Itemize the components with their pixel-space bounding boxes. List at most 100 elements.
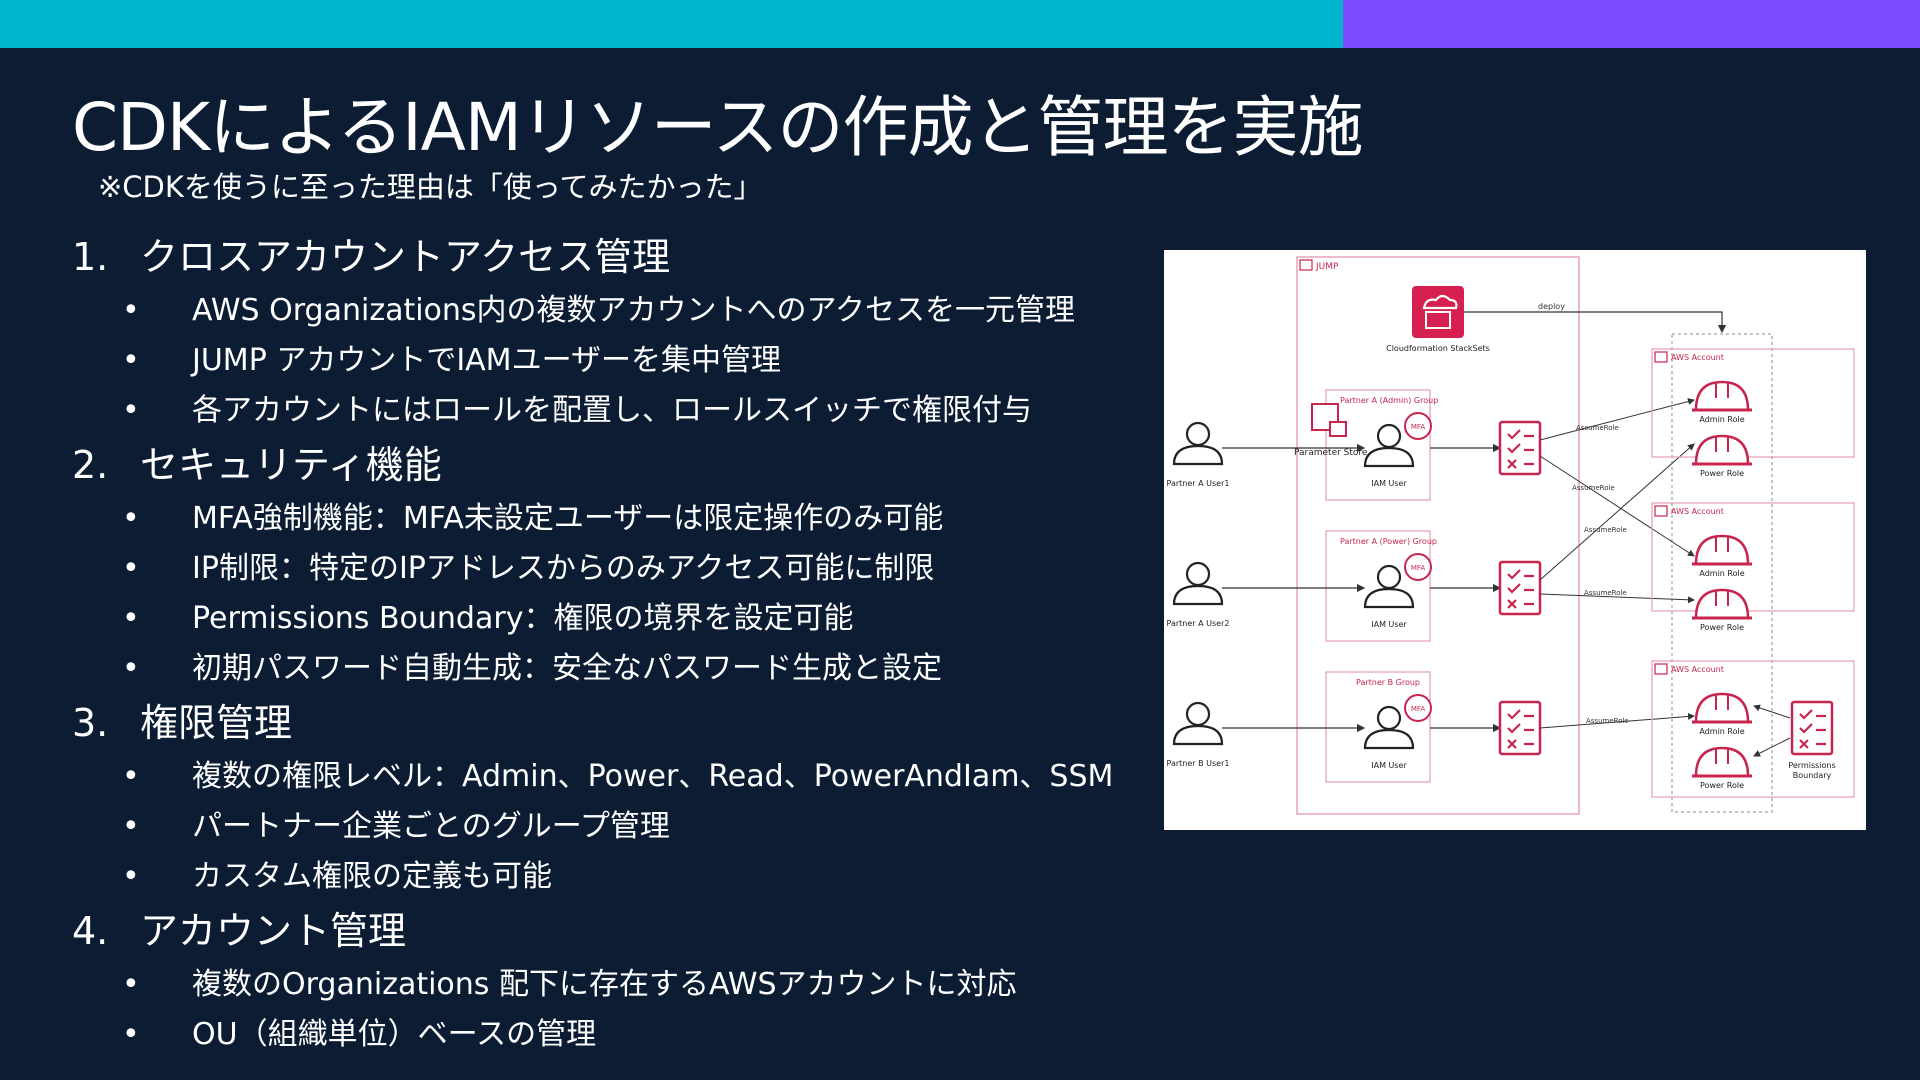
section-cross-account: 1. クロスアカウントアクセス管理 •AWS Organizations内の複数… — [72, 228, 1132, 436]
bullet-dot: • — [122, 809, 140, 844]
bullet-text: IP制限：特定のIPアドレスからのみアクセス可能に制限 — [192, 551, 935, 586]
bullet-text: 複数のOrganizations 配下に存在するAWSアカウントに対応 — [192, 967, 1017, 1002]
top-bar-cyan-segment — [0, 0, 1343, 48]
bullet-dot: • — [122, 759, 140, 794]
deploy-label: deploy — [1538, 302, 1565, 311]
aws-account-label: AWS Account — [1671, 353, 1724, 362]
assume-role-label: AssumeRole — [1586, 717, 1629, 725]
boundary-label: Boundary — [1793, 771, 1832, 780]
iam-user-label: IAM User — [1371, 620, 1407, 629]
bullet-item: • Permissions Boundary：権限の境界を設定可能 — [72, 594, 1132, 644]
diagram-canvas: JUMP Cloudformation StackSets deploy Par… — [1167, 256, 1855, 815]
bullet-list: • 複数の権限レベル：Admin、Power、Read、PowerAndIam、S… — [72, 752, 1132, 902]
bullet-list: • 複数のOrganizations 配下に存在するAWSアカウントに対応 •OU… — [72, 960, 1132, 1060]
bullet-item: • 複数の権限レベル：Admin、Power、Read、PowerAndIam、S… — [72, 752, 1132, 802]
mfa-label: MFA — [1411, 705, 1425, 713]
assume-role-arrow — [1539, 593, 1695, 604]
permissions-boundary-icon — [1790, 700, 1834, 756]
aws-account-icon — [1654, 351, 1668, 363]
section-number: 4. — [72, 909, 109, 953]
bullet-item: • MFA強制機能：MFA未設定ユーザーは限定操作のみ可能 — [72, 494, 1132, 544]
aws-account-box — [1651, 502, 1855, 612]
section-title: クロスアカウントアクセス管理 — [140, 235, 671, 279]
assume-role-arrow — [1539, 712, 1695, 729]
group-label: Partner B Group — [1356, 678, 1420, 687]
bullet-text: MFA強制機能：MFA未設定ユーザーは限定操作のみ可能 — [192, 501, 944, 536]
bullet-list: • MFA強制機能：MFA未設定ユーザーは限定操作のみ可能 • IP制限：特定のIP… — [72, 494, 1132, 694]
section-heading: 1. クロスアカウントアクセス管理 — [72, 228, 1132, 286]
bullet-text: JUMP アカウントでIAMユーザーを集中管理 — [192, 343, 781, 378]
assume-role-label: AssumeRole — [1584, 589, 1627, 597]
section-number: 3. — [72, 701, 109, 745]
aws-account-icon — [1654, 663, 1668, 675]
bullet-item: •パートナー企業ごとのグループ管理 — [72, 802, 1132, 852]
bullet-item: •初期パスワード自動生成：安全なパスワード生成と設定 — [72, 644, 1132, 694]
slide-title: CDKによるIAMリソースの作成と管理を実施 — [72, 89, 1363, 166]
assume-role-label: AssumeRole — [1572, 484, 1615, 492]
bullet-item: • 複数のOrganizations 配下に存在するAWSアカウントに対応 — [72, 960, 1132, 1010]
bullet-list: •AWS Organizations内の複数アカウントへのアクセスを一元管理 •… — [72, 286, 1132, 436]
section-number: 1. — [72, 235, 109, 279]
policy-icon — [1498, 700, 1542, 756]
aws-account-label: AWS Account — [1671, 507, 1724, 516]
aws-account-box — [1651, 348, 1855, 458]
partner-user-icon — [1172, 701, 1224, 746]
bullet-text: 各アカウントにはロールを配置し、ロールスイッチで権限付与 — [192, 393, 1032, 428]
iam-user-label: IAM User — [1371, 479, 1407, 488]
bullet-text: OU（組織単位）ベースの管理 — [192, 1017, 597, 1052]
role-label: Admin Role — [1699, 415, 1744, 424]
group-box-admin — [1325, 389, 1431, 501]
assume-role-arrow — [1539, 455, 1695, 557]
bullet-dot: • — [122, 601, 140, 636]
aws-account-label: AWS Account — [1671, 665, 1724, 674]
section-permissions: 3. 権限管理 • 複数の権限レベル：Admin、Power、Read、Power… — [72, 694, 1132, 902]
section-number: 2. — [72, 443, 109, 487]
mfa-label: MFA — [1411, 423, 1425, 431]
bullet-item: •カスタム権限の定義も可能 — [72, 852, 1132, 902]
admin-role-icon — [1690, 534, 1754, 566]
partner-user-label: Partner A User1 — [1167, 479, 1230, 488]
section-heading: 3. 権限管理 — [72, 694, 1132, 752]
parameter-store-label: Parameter Store — [1294, 448, 1368, 458]
mfa-label: MFA — [1411, 564, 1425, 572]
jump-account-icon — [1299, 259, 1313, 271]
policy-icon — [1498, 560, 1542, 616]
stacksets-label: Cloudformation StackSets — [1386, 344, 1490, 353]
bullet-item: •JUMP アカウントでIAMユーザーを集中管理 — [72, 336, 1132, 386]
bullet-text: Permissions Boundary：権限の境界を設定可能 — [192, 601, 854, 636]
partner-user-icon — [1172, 561, 1224, 606]
slide-subtitle: ※CDKを使うに至った理由は「使ってみたかった」 — [98, 170, 763, 204]
admin-role-icon — [1690, 380, 1754, 412]
section-title: 権限管理 — [140, 701, 293, 745]
bullet-dot: • — [122, 501, 140, 536]
bullet-item: •OU（組織単位）ベースの管理 — [72, 1010, 1132, 1060]
bullet-text: 複数の権限レベル：Admin、Power、Read、PowerAndIam、SS… — [192, 759, 1114, 794]
bullet-item: • IP制限：特定のIPアドレスからのみアクセス可能に制限 — [72, 544, 1132, 594]
partner-user-label: Partner A User2 — [1167, 619, 1230, 628]
bullet-dot: • — [122, 551, 140, 586]
jump-label: JUMP — [1315, 262, 1339, 272]
deploy-arrow — [1464, 311, 1727, 334]
top-accent-bar — [0, 0, 1920, 48]
outline-list: 1. クロスアカウントアクセス管理 •AWS Organizations内の複数… — [72, 228, 1132, 1060]
boundary-label: Permissions — [1788, 761, 1835, 770]
section-heading: 4. アカウント管理 — [72, 902, 1132, 960]
section-security: 2. セキュリティ機能 • MFA強制機能：MFA未設定ユーザーは限定操作のみ可能… — [72, 436, 1132, 694]
group-label: Partner A (Power) Group — [1340, 537, 1437, 546]
group-box-partner-b — [1325, 671, 1431, 783]
bullet-dot: • — [122, 967, 140, 1002]
iam-user-label: IAM User — [1371, 761, 1407, 770]
section-heading: 2. セキュリティ機能 — [72, 436, 1132, 494]
group-box-power — [1325, 530, 1431, 642]
bullet-dot: • — [122, 393, 140, 428]
aws-account-icon — [1654, 505, 1668, 517]
role-label: Admin Role — [1699, 569, 1744, 578]
bullet-text: カスタム権限の定義も可能 — [192, 859, 552, 894]
section-account: 4. アカウント管理 • 複数のOrganizations 配下に存在するAWSア… — [72, 902, 1132, 1060]
role-label: Power Role — [1700, 781, 1744, 790]
bullet-item: •AWS Organizations内の複数アカウントへのアクセスを一元管理 — [72, 286, 1132, 336]
section-title: セキュリティ機能 — [140, 443, 442, 487]
top-bar-purple-segment — [1343, 0, 1920, 48]
power-role-icon — [1690, 746, 1754, 778]
jump-account-box — [1296, 256, 1580, 815]
